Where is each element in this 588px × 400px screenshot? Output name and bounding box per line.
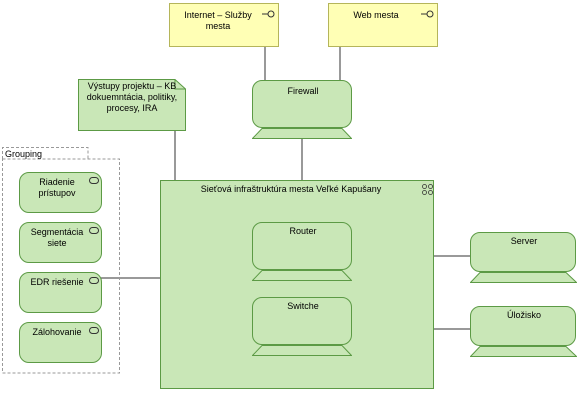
service-icon — [89, 277, 99, 284]
server-base — [470, 272, 577, 283]
service-icon — [89, 227, 99, 234]
service-icon — [89, 177, 99, 184]
service-edr-label: EDR riešenie — [30, 277, 84, 287]
service-edr[interactable]: EDR riešenie — [19, 272, 102, 313]
storage-base — [470, 346, 577, 357]
internet-services-interface[interactable]: Internet – Služby mesta — [169, 3, 279, 47]
grouping-frame[interactable] — [2, 147, 120, 374]
interface-icon — [262, 10, 275, 18]
server-device[interactable]: Server — [470, 232, 576, 272]
communication-network-icon — [422, 184, 433, 195]
service-access-control[interactable]: Riadenie prístupov — [19, 172, 102, 213]
router-device[interactable]: Router — [252, 222, 352, 270]
firewall-device[interactable]: Firewall — [252, 80, 352, 128]
network-infrastructure-label: Sieťová infraštruktúra mesta Veľké Kapuš… — [200, 184, 382, 194]
interface-icon — [421, 10, 434, 18]
project-outputs-note[interactable] — [78, 79, 186, 131]
service-network-segmentation[interactable]: Segmentácia siete — [19, 222, 102, 263]
web-label: Web mesta — [353, 10, 399, 20]
switch-device[interactable]: Switche — [252, 297, 352, 345]
service-access-control-label: Riadenie prístupov — [38, 177, 76, 198]
grouping-label: Grouping — [5, 149, 43, 159]
service-backup[interactable]: Zálohovanie — [19, 322, 102, 363]
firewall-label: Firewall — [287, 86, 319, 96]
service-network-segmentation-label: Segmentácia siete — [30, 227, 84, 248]
internet-services-label: Internet – Služby mesta — [184, 10, 252, 31]
service-backup-label: Zálohovanie — [32, 327, 82, 337]
firewall-base — [252, 128, 352, 139]
web-interface[interactable]: Web mesta — [328, 3, 438, 47]
network-infrastructure-node[interactable]: Sieťová infraštruktúra mesta Veľké Kapuš… — [160, 180, 434, 389]
switch-label: Switche — [287, 301, 319, 311]
project-outputs-label: Výstupy projektu – KB dokuemntácia, poli… — [86, 81, 178, 113]
storage-label: Úložisko — [506, 310, 541, 320]
router-label: Router — [289, 226, 317, 236]
router-base — [252, 270, 352, 281]
server-label: Server — [510, 236, 538, 246]
storage-device[interactable]: Úložisko — [470, 306, 576, 346]
service-icon — [89, 327, 99, 334]
switch-base — [252, 345, 352, 356]
